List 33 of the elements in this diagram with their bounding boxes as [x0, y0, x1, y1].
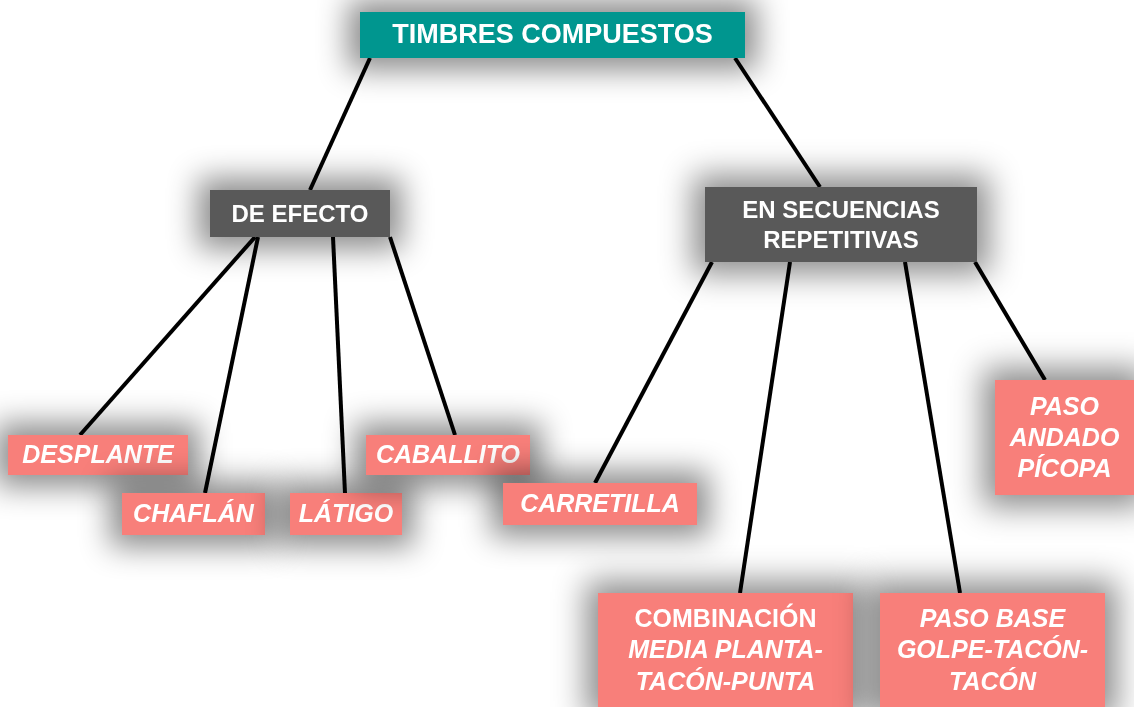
node-label: DESPLANTE [22, 439, 174, 471]
connector-line [78, 235, 257, 437]
leaf-box [503, 483, 697, 525]
leaf-box [290, 493, 402, 535]
node-label: CHAFLÁN [133, 498, 254, 530]
title-box [360, 12, 745, 58]
node-label: MEDIA PLANTA-TACÓN-PUNTA [627, 634, 824, 697]
leaf-box [366, 435, 530, 475]
connector-line [308, 57, 372, 191]
node-label: TIMBRES COMPUESTOS [392, 18, 713, 52]
leaf-box [8, 435, 188, 475]
leaf-box [122, 493, 265, 535]
connector-line [733, 56, 822, 189]
connector-line [331, 236, 347, 494]
connector-line [203, 236, 260, 494]
connector-line [388, 236, 457, 436]
connector-line [738, 261, 792, 594]
node-label: EN SECUENCIAS REPETITIVAS [741, 194, 941, 255]
node-label: COMBINACIÓN [634, 603, 817, 635]
node-label: LÁTIGO [298, 498, 394, 530]
category-box [705, 187, 977, 262]
category-box [210, 190, 390, 237]
node-label: PASO ANDADO PÍCOPA [1008, 390, 1121, 485]
node-label: CABALLITO [376, 439, 520, 471]
leaf-box [880, 593, 1105, 707]
node-label: DE EFECTO [231, 198, 369, 229]
connector-line [903, 261, 962, 594]
connector-line [973, 261, 1047, 381]
node-label: PASO BASE GOLPE-TACÓN-TACÓN [895, 603, 1090, 697]
leaf-box [598, 593, 853, 707]
leaf-box [995, 380, 1134, 495]
node-label: CARRETILLA [520, 488, 680, 520]
connector-line [593, 261, 714, 484]
